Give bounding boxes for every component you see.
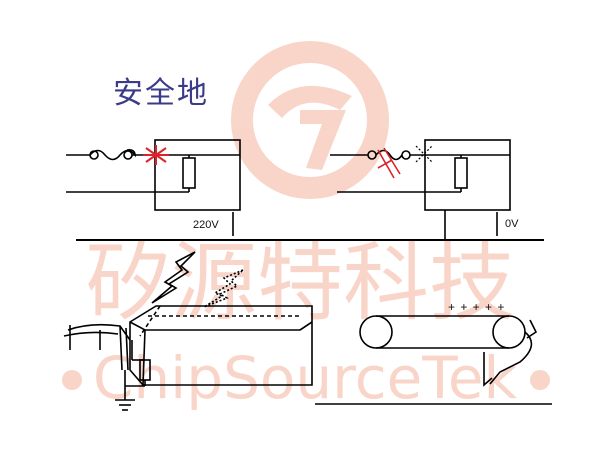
watermark-logo bbox=[231, 41, 389, 199]
induced-spark bbox=[203, 269, 244, 308]
left-fuse bbox=[89, 149, 136, 161]
left-spark bbox=[143, 145, 169, 165]
watermark-cn: 矽源特科技 bbox=[85, 233, 515, 333]
left-device-box bbox=[154, 139, 241, 211]
earth-ground-symbol bbox=[115, 399, 135, 411]
conveyor-belt bbox=[359, 315, 538, 387]
diagram-title: 安全地 bbox=[113, 76, 209, 111]
left-load-resistor bbox=[182, 157, 196, 189]
voltage-label-0v: 0V bbox=[505, 218, 519, 230]
lightning-bolt bbox=[151, 251, 196, 304]
cabinet-resistor bbox=[124, 340, 151, 400]
right-break-mark bbox=[415, 145, 433, 163]
right-circuit bbox=[330, 139, 511, 240]
right-device-box bbox=[424, 139, 511, 211]
cabinet bbox=[129, 305, 313, 386]
left-circuit bbox=[66, 139, 241, 236]
right-spark bbox=[377, 147, 401, 179]
charge-plus-signs: + + + + + bbox=[448, 300, 505, 314]
voltage-label-220v: 220V bbox=[193, 219, 219, 231]
right-load-resistor bbox=[454, 157, 468, 189]
cabinet-cable bbox=[63, 323, 131, 371]
watermark-en: ChipSourceTek bbox=[93, 344, 518, 412]
